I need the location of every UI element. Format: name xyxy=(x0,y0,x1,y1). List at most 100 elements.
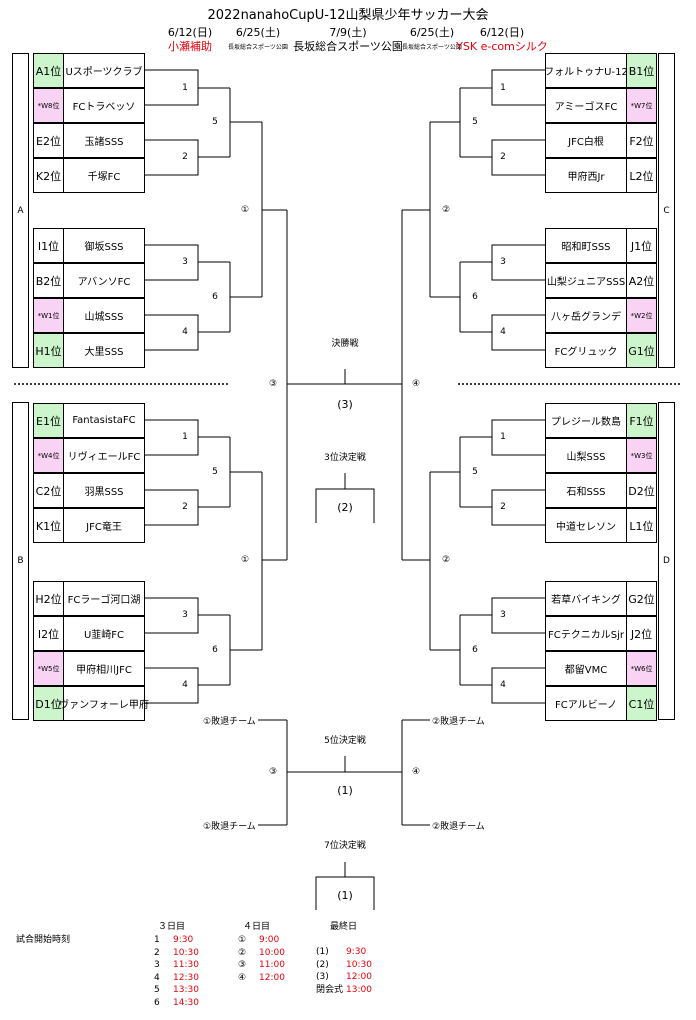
schedule-match-num: 5 xyxy=(154,985,160,995)
seed-cell: H1位 xyxy=(33,333,64,368)
day4-title: ４日目 xyxy=(243,922,271,932)
match-num: 3 xyxy=(500,257,506,267)
group-box-b xyxy=(12,402,29,720)
group-box-c xyxy=(658,53,675,368)
schedule-label: 試合開始時刻 xyxy=(16,935,71,945)
schedule-match-num: 6 xyxy=(154,997,160,1008)
schedule-match-num: (1) xyxy=(316,947,329,957)
match-num: 1 xyxy=(500,432,506,442)
schedule-match-num: ④ xyxy=(238,972,247,983)
schedule-time: 13:30 xyxy=(173,985,199,995)
match-num: ④ xyxy=(411,379,421,389)
page-title: 2022nanahoCupU-12山梨県少年サッカー大会 xyxy=(207,8,489,23)
third-num: (2) xyxy=(337,501,353,514)
match-num: ① xyxy=(240,555,250,565)
seed-cell: A1位 xyxy=(33,53,64,88)
final-label: 決勝戦 xyxy=(331,339,359,349)
match-num: 6 xyxy=(212,645,218,655)
schedule-match-num: ③ xyxy=(238,960,247,970)
third-label: 3位決定戦 xyxy=(324,453,366,463)
seed-cell: *W6位 xyxy=(626,651,657,686)
group-box-d xyxy=(658,402,675,720)
date-right-inner: 6/25(土) xyxy=(409,26,455,39)
seed-cell: *W1位 xyxy=(33,298,64,333)
schedule-time: 10:00 xyxy=(259,947,285,958)
match-num: 2 xyxy=(500,502,506,512)
match-num: ② xyxy=(441,555,451,565)
match-num: 4 xyxy=(182,680,188,690)
seed-cell: F1位 xyxy=(626,403,657,438)
seventh-num: (1) xyxy=(337,889,353,902)
match-num: 1 xyxy=(500,83,506,93)
match-num: 6 xyxy=(472,292,478,302)
match-num: 3 xyxy=(182,610,188,620)
group-label-b: B xyxy=(17,556,24,566)
match-num: 4 xyxy=(500,680,506,690)
schedule-time: 9:00 xyxy=(259,935,280,945)
match-num: 3 xyxy=(182,257,188,267)
group-label-c: C xyxy=(663,206,670,216)
fifth-num: (1) xyxy=(337,784,353,797)
match-num: 1 xyxy=(182,83,188,93)
group-label-d: D xyxy=(663,556,670,566)
schedule-time: 12:00 xyxy=(346,972,372,982)
date-center: 7/9(土) xyxy=(329,26,367,39)
match-num: 5 xyxy=(472,467,478,477)
schedule-time: 13:00 xyxy=(346,984,372,995)
schedule-time: 11:30 xyxy=(173,960,199,970)
seed-cell: *W3位 xyxy=(626,438,657,473)
match-num: ③ xyxy=(268,379,278,389)
match-num: 2 xyxy=(500,152,506,162)
match-num: 5 xyxy=(472,117,478,127)
date-right-outer: 6/12(日) xyxy=(479,26,525,39)
match-num: 2 xyxy=(182,152,188,162)
fifth-loser-left-top: ①敗退チーム xyxy=(203,717,256,727)
group-label-a: A xyxy=(17,206,24,216)
final-day-title: 最終日 xyxy=(330,922,358,932)
fifth-loser-left-bottom: ①敗退チーム xyxy=(203,822,256,832)
schedule-match-num: ① xyxy=(238,935,247,945)
schedule-match-num: (2) xyxy=(316,959,329,970)
match-num: 3 xyxy=(500,610,506,620)
schedule-time: 10:30 xyxy=(173,947,199,958)
venue-center: 長坂総合スポーツ公園 xyxy=(293,40,403,53)
match-num: 5 xyxy=(212,117,218,127)
match-num: 4 xyxy=(182,327,188,337)
schedule-match-num: 1 xyxy=(154,935,160,945)
match-num: 2 xyxy=(182,502,188,512)
schedule-match-num: 2 xyxy=(154,947,160,958)
venue-left-inner: 長坂総合スポーツ公園 xyxy=(228,44,288,51)
fifth-loser-right-bottom: ②敗退チーム xyxy=(432,822,485,832)
match-num: ③ xyxy=(268,767,278,777)
schedule-match-num: (3) xyxy=(316,972,329,982)
schedule-match-num: ② xyxy=(238,947,247,958)
schedule-match-num: 閉会式 xyxy=(316,984,344,995)
schedule-time: 12:30 xyxy=(173,972,199,983)
seed-cell: D1位 xyxy=(33,686,64,721)
schedule-time: 11:00 xyxy=(259,960,285,970)
match-num: ④ xyxy=(411,767,421,777)
match-num: 4 xyxy=(500,327,506,337)
schedule-time: 9:30 xyxy=(173,935,194,945)
schedule-match-num: 3 xyxy=(154,960,160,970)
fifth-label: 5位決定戦 xyxy=(324,736,366,746)
venue-left-outer: 小瀬補助 xyxy=(168,40,212,53)
date-left-inner: 6/25(土) xyxy=(235,26,281,39)
match-num: ② xyxy=(441,205,451,215)
fifth-loser-right-top: ②敗退チーム xyxy=(432,717,485,727)
group-box-a xyxy=(12,53,29,368)
final-num: (3) xyxy=(337,398,353,411)
match-num: 1 xyxy=(182,432,188,442)
schedule-time: 14:30 xyxy=(173,997,199,1008)
day3-title: ３日目 xyxy=(158,922,186,932)
seventh-label: 7位決定戦 xyxy=(324,841,366,851)
venue-right-outer: YSK e-comシルク xyxy=(456,40,548,53)
date-left-outer: 6/12(日) xyxy=(167,26,213,39)
venue-right-inner: 長坂総合スポーツ公園 xyxy=(402,44,462,51)
seed-cell: *W7位 xyxy=(626,88,657,123)
schedule-time: 9:30 xyxy=(346,947,367,957)
match-num: 6 xyxy=(472,645,478,655)
schedule-time: 12:00 xyxy=(259,972,285,983)
match-num: 5 xyxy=(212,467,218,477)
